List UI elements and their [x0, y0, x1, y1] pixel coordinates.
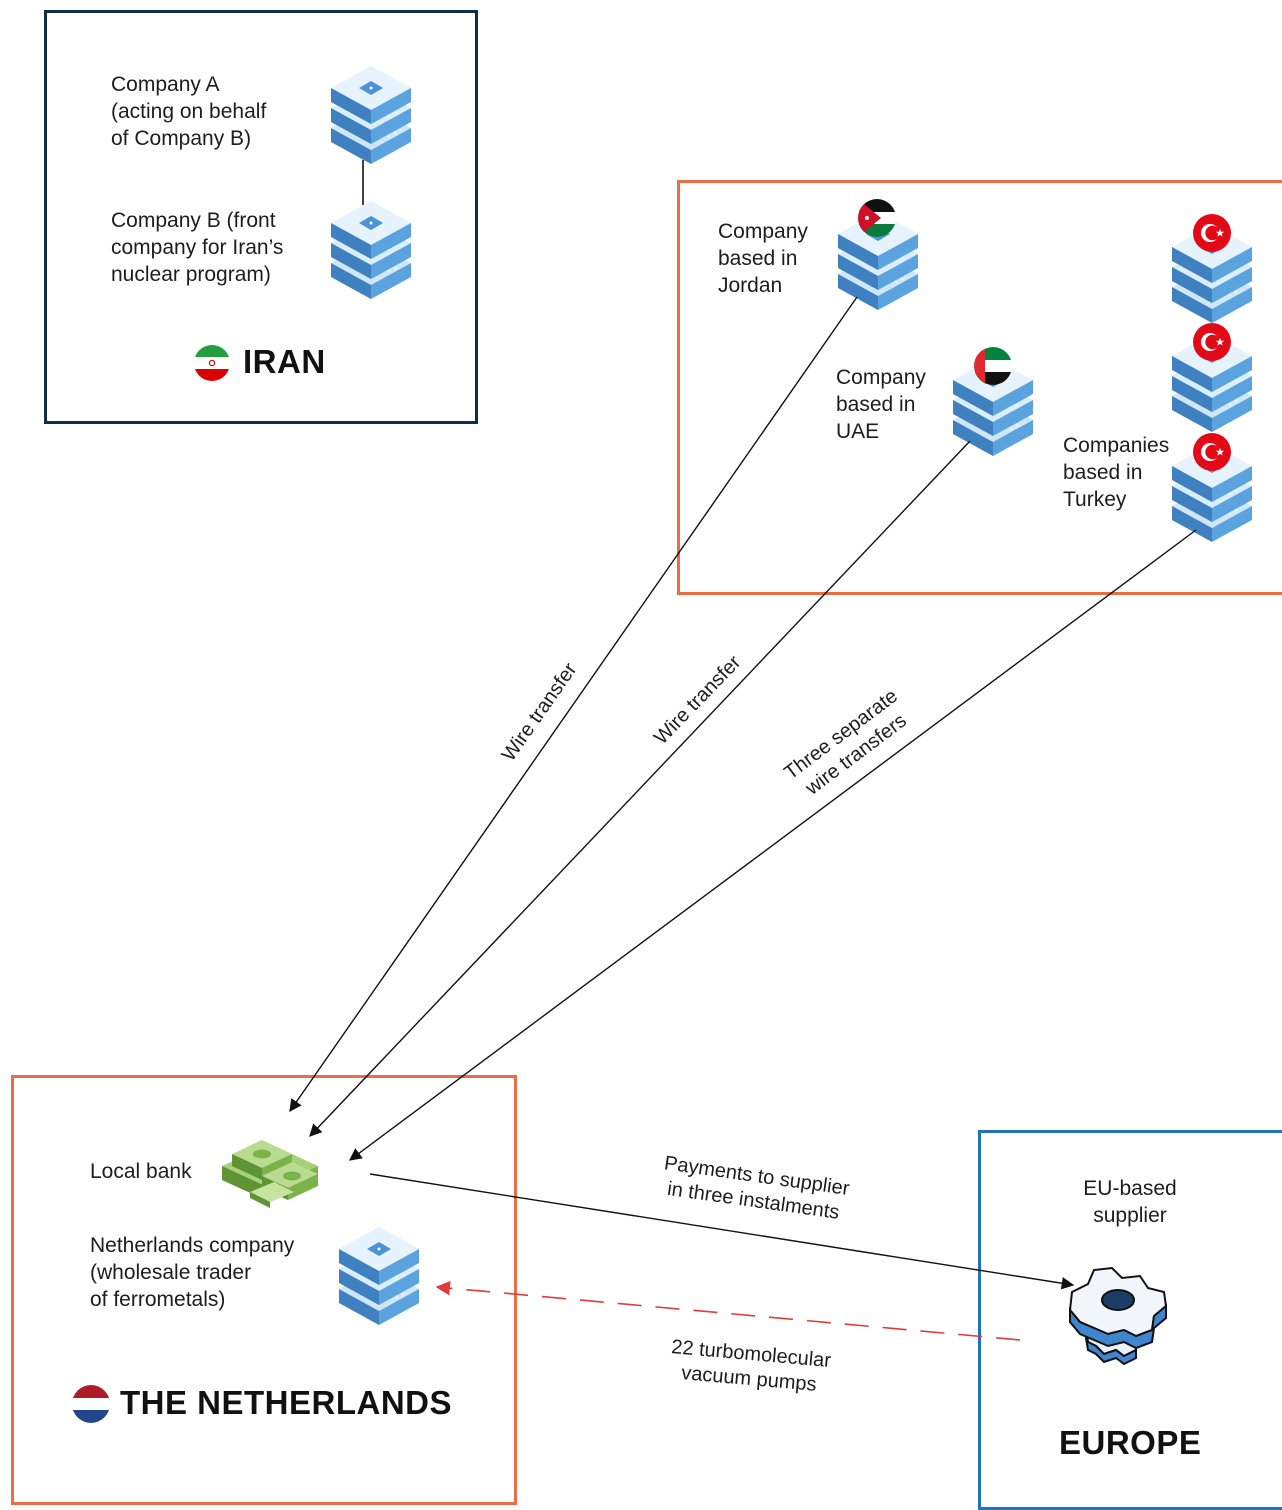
nl-company-line-3: of ferrometals) [90, 1288, 226, 1311]
company-b-line-2: company for Iran’s [111, 236, 284, 259]
company-a-line-2: (acting on behalf [111, 100, 267, 123]
turkey-line-2: based in [1063, 461, 1143, 484]
turkey-wire-arrow [348, 529, 1197, 1161]
company-a-label: Company A (acting on behalf of Company B… [111, 71, 266, 152]
iran-flag-icon [194, 345, 230, 381]
iran-title: IRAN [243, 343, 326, 380]
turkey-flag-icon [1193, 433, 1231, 471]
jordan-wire-arrow [289, 296, 858, 1113]
turkey-flag-icon [1193, 214, 1231, 252]
turkey-line-1: Companies [1063, 434, 1170, 457]
pumps-arrow [435, 1281, 1021, 1341]
uae-line-2: based in [836, 393, 916, 416]
company-a-line-3: of Company B) [111, 127, 252, 150]
server-stack-icon [331, 201, 411, 299]
jordan-company-label: Company based in Jordan [718, 218, 808, 299]
netherlands-flag-icon [72, 1385, 110, 1423]
payments-arrow [369, 1173, 1075, 1290]
jordan-flag-icon [858, 199, 896, 237]
uae-line-3: UAE [836, 420, 880, 443]
company-a-line-1: Company A [111, 73, 220, 96]
uae-wire-arrow [309, 440, 971, 1137]
server-stack-icon [331, 66, 411, 164]
uae-line-1: Company [836, 366, 926, 389]
server-stack-icon [339, 1227, 419, 1325]
jordan-line-2: based in [718, 247, 798, 270]
jordan-line-3: Jordan [718, 274, 783, 297]
uae-flag-icon [974, 347, 1012, 385]
turkey-flag-icon [1193, 323, 1231, 361]
uae-company-label: Company based in UAE [836, 364, 926, 445]
europe-title: EUROPE [1059, 1424, 1202, 1461]
eu-supplier-label: EU-based supplier [1083, 1175, 1176, 1229]
eu-supplier-line-1: EU-based [1083, 1177, 1177, 1200]
company-b-line-1: Company B (front [111, 209, 276, 232]
jordan-line-1: Company [718, 220, 808, 243]
nl-company-line-2: (wholesale trader [90, 1261, 252, 1284]
netherlands-company-label: Netherlands company (wholesale trader of… [90, 1232, 294, 1313]
money-stack-icon [222, 1140, 318, 1208]
iran-region [44, 10, 478, 424]
company-b-line-3: nuclear program) [111, 263, 271, 286]
gears-icon [1068, 1266, 1168, 1366]
turkey-companies-label: Companies based in Turkey [1063, 432, 1169, 513]
eu-supplier-line-2: supplier [1093, 1204, 1167, 1227]
netherlands-title: THE NETHERLANDS [120, 1384, 453, 1421]
local-bank-label: Local bank [90, 1160, 192, 1183]
middle-east-region [677, 180, 1282, 595]
turkey-line-3: Turkey [1063, 488, 1127, 511]
nl-company-line-1: Netherlands company [90, 1234, 295, 1257]
company-b-label: Company B (front company for Iran’s nucl… [111, 207, 283, 288]
